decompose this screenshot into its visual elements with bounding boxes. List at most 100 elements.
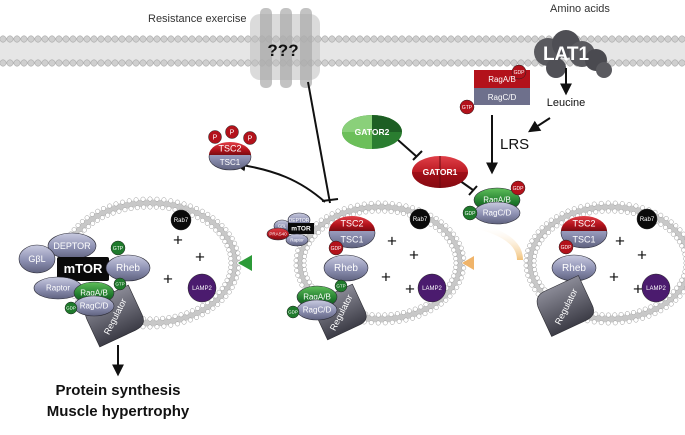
lipid-head xyxy=(148,197,152,201)
lipid-head-bottom xyxy=(441,60,447,66)
lipid-head-top xyxy=(322,36,328,42)
lipid-head xyxy=(297,278,301,282)
lipid-head xyxy=(294,268,298,272)
lipid-head xyxy=(659,222,663,226)
lipid-head-top xyxy=(518,36,524,42)
lipid-head xyxy=(211,306,215,310)
lipid-head xyxy=(175,200,179,204)
lipid-head xyxy=(587,211,591,215)
lipid-head xyxy=(544,222,548,226)
lipid-head xyxy=(167,206,171,210)
lipid-head-bottom xyxy=(147,60,153,66)
lipid-head-bottom xyxy=(161,60,167,66)
lipid-head xyxy=(444,224,448,228)
gdp-mid-rag-label: GDP xyxy=(288,310,298,315)
lipid-head xyxy=(155,325,159,329)
lipid-head-bottom xyxy=(420,60,426,66)
lipid-head-top xyxy=(588,36,594,42)
lipid-head xyxy=(188,204,192,208)
lipid-head-top xyxy=(378,36,384,42)
lipid-head xyxy=(457,281,461,285)
lipid-head xyxy=(155,197,159,201)
rheb-right-label: Rheb xyxy=(562,263,586,274)
ragc-d-mid-label: RagC/D xyxy=(303,306,332,315)
gdp-left-rag-label: GDP xyxy=(66,306,76,311)
lipid-head-bottom xyxy=(644,60,650,66)
lipid-head xyxy=(401,211,405,215)
lipid-head-bottom xyxy=(371,60,377,66)
lipid-head xyxy=(674,286,678,290)
lipid-head xyxy=(213,228,217,232)
lipid-head-top xyxy=(28,36,34,42)
lipid-head-top xyxy=(385,36,391,42)
lipid-head-top xyxy=(532,36,538,42)
lipid-head xyxy=(631,310,635,314)
lipid-head-top xyxy=(77,36,83,42)
lipid-head-top xyxy=(105,36,111,42)
gdp-center-green-label: GDP xyxy=(465,211,477,217)
lipid-head xyxy=(86,224,90,228)
lipid-head xyxy=(237,266,241,270)
lipid-head xyxy=(111,211,115,215)
lipid-head xyxy=(194,315,198,319)
lipid-head xyxy=(447,240,451,244)
raptor-small-label: Raptor xyxy=(290,238,304,243)
lipid-head xyxy=(649,305,653,309)
lipid-head xyxy=(90,212,94,216)
lipid-head-top xyxy=(364,36,370,42)
lipid-head xyxy=(540,284,544,288)
lipid-head-bottom xyxy=(462,60,468,66)
lipid-head-bottom xyxy=(378,60,384,66)
lipid-head xyxy=(407,309,411,313)
lipid-head xyxy=(182,202,186,206)
lipid-head xyxy=(401,310,405,314)
gtp-left-rheb-label: GTP xyxy=(113,246,124,252)
lipid-head xyxy=(296,273,300,277)
phospho-3-label: P xyxy=(248,135,253,142)
lipid-head xyxy=(229,261,233,265)
lipid-head xyxy=(173,314,177,318)
lipid-head-top xyxy=(42,36,48,42)
lipid-head xyxy=(606,209,610,213)
lipid-head xyxy=(162,324,166,328)
lipid-head xyxy=(439,302,443,306)
lipid-head xyxy=(594,312,598,316)
lipid-head xyxy=(555,224,559,228)
lipid-head-bottom xyxy=(182,60,188,66)
lipid-head xyxy=(127,199,131,203)
lipid-head xyxy=(681,232,685,236)
lipid-head xyxy=(455,236,459,240)
lipid-head-bottom xyxy=(224,60,230,66)
lipid-head xyxy=(678,228,682,232)
raga-b-label-top: RagA/B xyxy=(488,75,516,84)
lipid-head xyxy=(560,212,564,216)
lipid-head xyxy=(677,282,681,286)
lipid-head xyxy=(228,252,232,256)
lipid-head-top xyxy=(119,36,125,42)
lipid-head xyxy=(634,318,638,322)
lipid-head xyxy=(671,290,675,294)
lipid-head-top xyxy=(0,36,6,42)
lipid-head-top xyxy=(329,36,335,42)
lipid-head xyxy=(627,202,631,206)
lipid-head-bottom xyxy=(70,60,76,66)
pras40-small-label: PRAS40 xyxy=(269,232,287,237)
lat1-label: LAT1 xyxy=(543,44,590,65)
gdp-right-label: GDP xyxy=(561,245,573,251)
lipid-head-top xyxy=(434,36,440,42)
lipid-head xyxy=(395,311,399,315)
lipid-head xyxy=(220,286,224,290)
lipid-head-top xyxy=(623,36,629,42)
lipid-head xyxy=(232,281,236,285)
lipid-head xyxy=(225,243,229,247)
lipid-head xyxy=(82,228,86,232)
lipid-head xyxy=(653,311,657,315)
lipid-head xyxy=(462,266,466,270)
lipid-head-bottom xyxy=(511,60,517,66)
lipid-head xyxy=(370,209,374,213)
lipid-head-bottom xyxy=(28,60,34,66)
lipid-head xyxy=(313,234,317,238)
lipid-head-top xyxy=(210,36,216,42)
lipid-head xyxy=(526,248,530,252)
plus-sign: + xyxy=(637,245,647,264)
